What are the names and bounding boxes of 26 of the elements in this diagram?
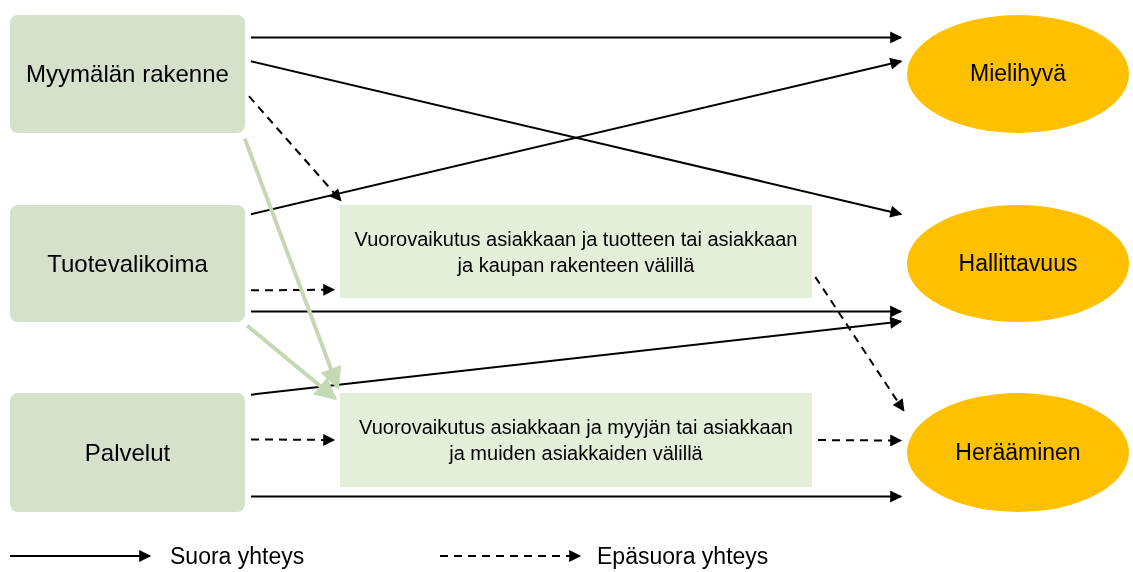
arrow bbox=[817, 434, 903, 447]
node-label: Tuotevalikoima bbox=[47, 248, 208, 279]
factor-box bbox=[10, 205, 245, 322]
node-label: Vuorovaikutus asiakkaan ja myyjän tai asiakkaan ja muiden asiakkaiden välillä bbox=[358, 415, 794, 466]
node-label: Hallittavuus bbox=[958, 248, 1078, 278]
node-label: Vuorovaikutus asiakkaan ja tuotteen tai asiakkaan ja kaupan rakenteen välillä bbox=[353, 226, 799, 278]
legend-label: Epäsuora yhteys bbox=[597, 542, 769, 570]
node-label: Mielihyvä bbox=[970, 59, 1066, 89]
arrow bbox=[250, 283, 336, 296]
arrow bbox=[250, 31, 903, 44]
arrow bbox=[246, 324, 338, 401]
factor-box bbox=[10, 393, 245, 512]
interaction-box bbox=[340, 205, 812, 298]
arrow bbox=[250, 490, 903, 503]
arrow bbox=[250, 433, 336, 446]
interaction-box bbox=[340, 393, 812, 487]
arrow bbox=[250, 305, 903, 318]
factor-box bbox=[10, 15, 245, 133]
node-label: Myymälän rakenne bbox=[26, 59, 229, 90]
node-label: Palvelut bbox=[84, 437, 171, 468]
node-label: Herääminen bbox=[955, 437, 1081, 467]
arrow bbox=[814, 275, 905, 412]
legend-label: Suora yhteys bbox=[170, 542, 305, 570]
arrow bbox=[242, 137, 342, 390]
arrow bbox=[247, 95, 342, 202]
arrow bbox=[249, 316, 903, 396]
